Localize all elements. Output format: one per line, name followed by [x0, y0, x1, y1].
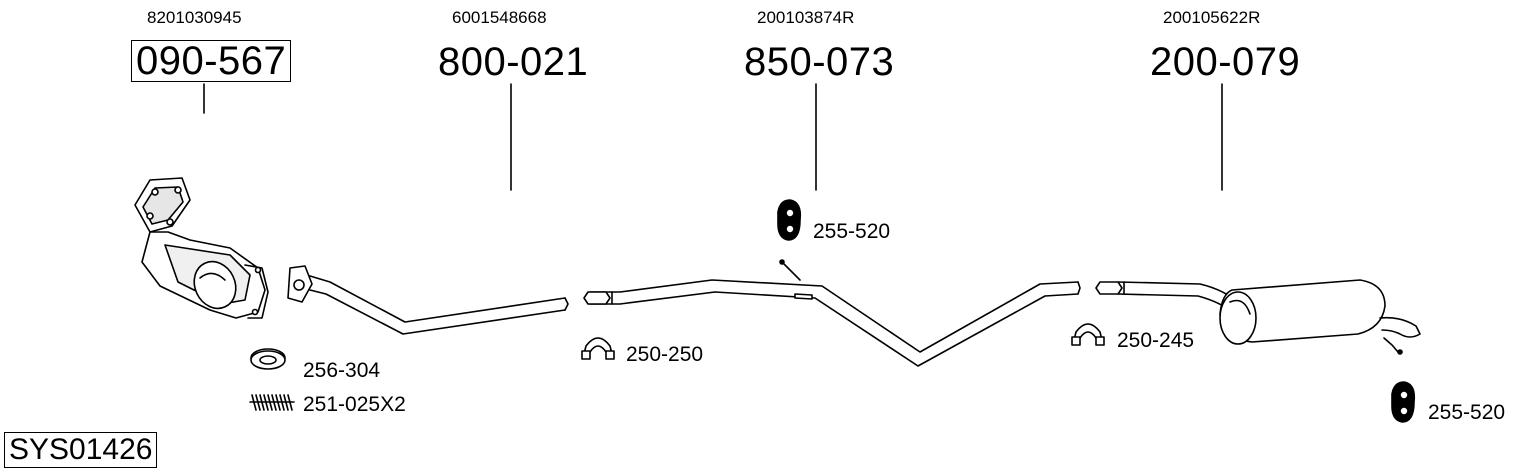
clamp-rear-label[interactable]: 250-245 [1117, 329, 1195, 352]
oem-number-front-pipe: 6001548668 [452, 8, 547, 27]
part-number-middle-pipe[interactable]: 850-073 [744, 40, 895, 84]
catalytic-converter [134, 177, 269, 319]
hanger-mid-icon [777, 199, 802, 241]
gasket-icon [250, 348, 286, 370]
spring-icon [249, 394, 295, 411]
oem-number-catalytic: 8201030945 [147, 8, 242, 27]
clamp-front-label[interactable]: 250-250 [626, 343, 704, 366]
part-number-front-pipe[interactable]: 800-021 [438, 40, 589, 84]
front-pipe [287, 265, 569, 335]
part-number-catalytic[interactable]: 090-567 [131, 40, 292, 82]
gasket-label[interactable]: 256-304 [303, 359, 381, 382]
hanger-mid-label[interactable]: 255-520 [813, 220, 891, 243]
oem-number-middle-pipe: 200103874R [757, 8, 855, 27]
system-id: SYS01426 [4, 432, 158, 468]
springs-label[interactable]: 251-025X2 [303, 393, 406, 416]
clamp-front-icon [581, 337, 615, 360]
part-number-rear-silencer[interactable]: 200-079 [1150, 40, 1301, 84]
clamp-rear-icon [1071, 323, 1105, 346]
rear-silencer [1095, 279, 1421, 355]
middle-pipe [583, 259, 1081, 367]
oem-number-rear-silencer: 200105622R [1163, 8, 1261, 27]
hanger-rear-icon [1391, 381, 1416, 423]
hanger-rear-label[interactable]: 255-520 [1428, 401, 1506, 424]
